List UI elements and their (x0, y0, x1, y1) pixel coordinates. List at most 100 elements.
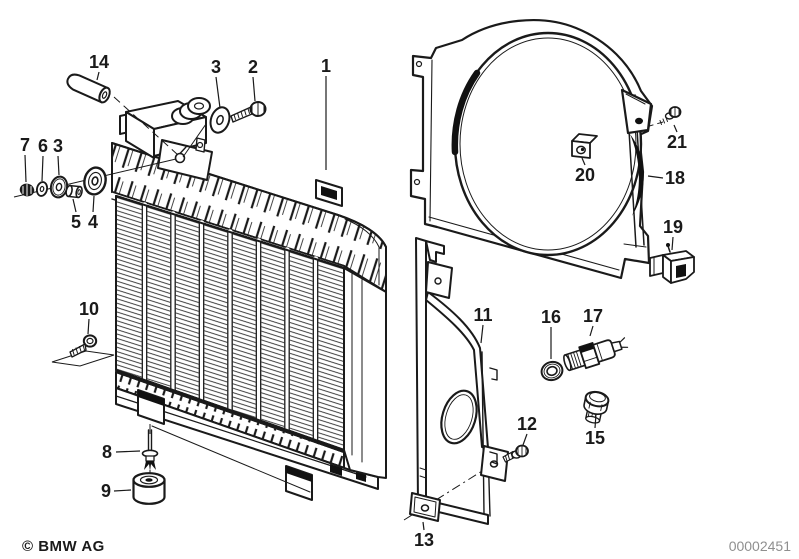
callout-label-1[interactable]: 1 (321, 56, 331, 76)
callout-3[interactable]: 3 (53, 136, 63, 176)
fan-shroud (409, 19, 654, 280)
callout-3[interactable]: 3 (211, 57, 221, 109)
callout-label-20[interactable]: 20 (575, 165, 595, 185)
shroud-shadow-arc (451, 69, 481, 156)
callout-20[interactable]: 20 (575, 157, 595, 185)
callout-4[interactable]: 4 (88, 195, 98, 232)
callout-label-3[interactable]: 3 (53, 136, 63, 156)
part-washer-3b (49, 175, 69, 199)
tank-right-bracket (315, 179, 343, 207)
filler-neck-bracket (119, 97, 213, 181)
part-sensor-17 (563, 337, 629, 372)
callout-label-17[interactable]: 17 (583, 306, 603, 326)
bracket-hole (635, 117, 643, 125)
part-sleeve-5 (65, 184, 83, 199)
callout-leader (87, 318, 90, 335)
callout-17[interactable]: 17 (583, 306, 603, 337)
callout-14[interactable]: 14 (89, 52, 109, 81)
part-tab-13 (409, 492, 441, 522)
callout-15[interactable]: 15 (585, 413, 605, 448)
radiator-foot-right (285, 465, 313, 501)
callout-leader (41, 155, 44, 182)
callout-leader (96, 71, 100, 81)
callout-label-10[interactable]: 10 (79, 299, 99, 319)
callout-11[interactable]: 11 (473, 305, 493, 344)
callout-leader (72, 198, 77, 213)
callout-label-15[interactable]: 15 (585, 428, 605, 448)
callout-leader (581, 157, 586, 166)
pin-dash-line (113, 96, 179, 156)
callout-label-12[interactable]: 12 (517, 414, 537, 434)
part-bolt-2 (230, 101, 267, 123)
callout-18[interactable]: 18 (647, 168, 685, 188)
callout-label-3[interactable]: 3 (211, 57, 221, 77)
callout-13[interactable]: 13 (414, 521, 434, 550)
callout-label-19[interactable]: 19 (663, 217, 683, 237)
callout-label-8[interactable]: 8 (102, 442, 112, 462)
callout-8[interactable]: 8 (102, 442, 141, 462)
part-bracket-19 (649, 243, 695, 284)
callout-leader (24, 154, 27, 183)
bolt-axis-line (182, 123, 207, 158)
callout-12[interactable]: 12 (517, 414, 537, 446)
callout-19[interactable]: 19 (663, 217, 683, 251)
callout-1[interactable]: 1 (321, 56, 331, 170)
callout-9[interactable]: 9 (101, 481, 132, 501)
mounting-bracket-panel (409, 237, 509, 525)
part-washer-3 (209, 106, 231, 134)
callout-leader (673, 124, 678, 133)
callout-leader (594, 413, 597, 429)
callout-label-16[interactable]: 16 (541, 307, 561, 327)
part-pin-14 (66, 73, 111, 104)
callout-16[interactable]: 16 (541, 307, 561, 359)
callout-6[interactable]: 6 (38, 136, 48, 182)
radiator-side-panel (343, 267, 387, 479)
shroud-top-bracket (620, 88, 653, 135)
callout-leader (522, 433, 528, 446)
callout-label-13[interactable]: 13 (414, 530, 434, 550)
callout-leader (57, 155, 60, 176)
callout-label-4[interactable]: 4 (88, 212, 98, 232)
part-grommet-9 (132, 472, 166, 505)
shroud-tab-hole (413, 178, 421, 186)
callout-7[interactable]: 7 (20, 135, 30, 183)
part-grommet-4 (83, 166, 107, 196)
part-clip-20 (571, 133, 598, 159)
bracket-hook (425, 240, 445, 263)
callout-leader (647, 175, 664, 179)
callout-leader (215, 76, 221, 109)
callout-label-21[interactable]: 21 (667, 132, 687, 152)
callout-label-7[interactable]: 7 (20, 135, 30, 155)
callout-2[interactable]: 2 (248, 57, 258, 102)
callout-leader (252, 76, 256, 102)
callout-label-2[interactable]: 2 (248, 57, 258, 77)
part-oring-16 (540, 360, 564, 382)
callout-label-14[interactable]: 14 (89, 52, 109, 72)
shroud-right-crescent (630, 134, 644, 216)
callout-leader (92, 195, 95, 213)
callout-label-6[interactable]: 6 (38, 136, 48, 156)
callout-label-5[interactable]: 5 (71, 212, 81, 232)
part-screw-12 (502, 444, 529, 463)
callout-5[interactable]: 5 (71, 198, 81, 232)
part-pin-8 (141, 429, 159, 471)
fan-opening-circle (453, 31, 643, 257)
bracket-arm (425, 291, 489, 449)
callout-10[interactable]: 10 (79, 299, 99, 335)
part-plug-15 (583, 390, 610, 424)
radiator-foot-left (137, 389, 165, 425)
callout-label-9[interactable]: 9 (101, 481, 111, 501)
part-nut-7 (19, 183, 35, 197)
radiator-core (115, 195, 345, 451)
plate-number: 00002451 (729, 538, 792, 554)
part-screw-10 (69, 334, 98, 358)
bracket-clip (489, 367, 498, 465)
callout-label-11[interactable]: 11 (473, 305, 492, 325)
bracket-upper-pad (425, 261, 453, 299)
radiator (111, 97, 387, 501)
callout-label-18[interactable]: 18 (665, 168, 685, 188)
copyright-text: © BMW AG (22, 538, 105, 555)
callout-21[interactable]: 21 (667, 124, 687, 152)
